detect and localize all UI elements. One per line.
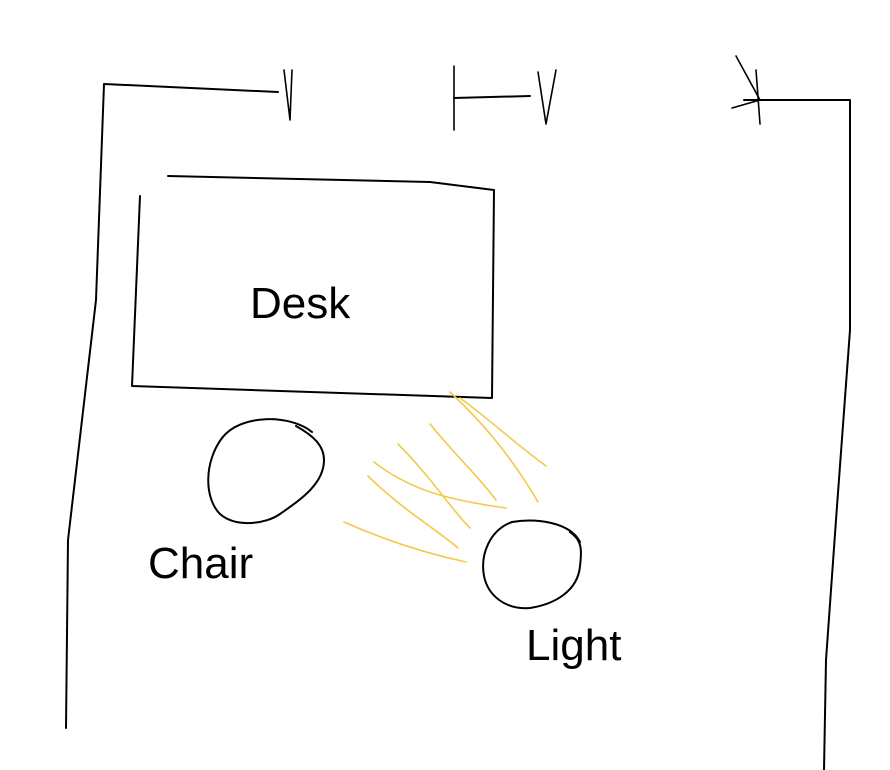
light-ray bbox=[429, 423, 497, 501]
chair: Chair bbox=[148, 418, 325, 588]
chair-label: Chair bbox=[148, 539, 253, 588]
light-ray bbox=[343, 521, 467, 563]
window-mark-4 bbox=[731, 55, 761, 109]
window-mark-3 bbox=[537, 69, 557, 125]
light: Light bbox=[482, 519, 621, 670]
window-mark-5 bbox=[755, 69, 761, 125]
light-ray bbox=[397, 443, 471, 529]
wall-left-and-top-left bbox=[65, 83, 279, 729]
chair-outline bbox=[207, 418, 325, 525]
light-label: Light bbox=[526, 621, 621, 670]
light-outline bbox=[482, 519, 582, 610]
light-rays bbox=[343, 391, 547, 563]
wall-top-middle bbox=[453, 95, 531, 99]
wall-top-right-and-right bbox=[743, 99, 851, 770]
window-marks bbox=[283, 55, 761, 131]
desk: Desk bbox=[131, 175, 495, 399]
desk-label: Desk bbox=[250, 279, 351, 328]
room-walls bbox=[65, 83, 851, 770]
light-ray bbox=[449, 391, 539, 503]
window-mark-1 bbox=[283, 69, 293, 121]
light-ray bbox=[459, 397, 547, 467]
light-ray bbox=[373, 461, 507, 509]
desk-outline bbox=[131, 175, 495, 399]
light-ray bbox=[367, 475, 459, 549]
